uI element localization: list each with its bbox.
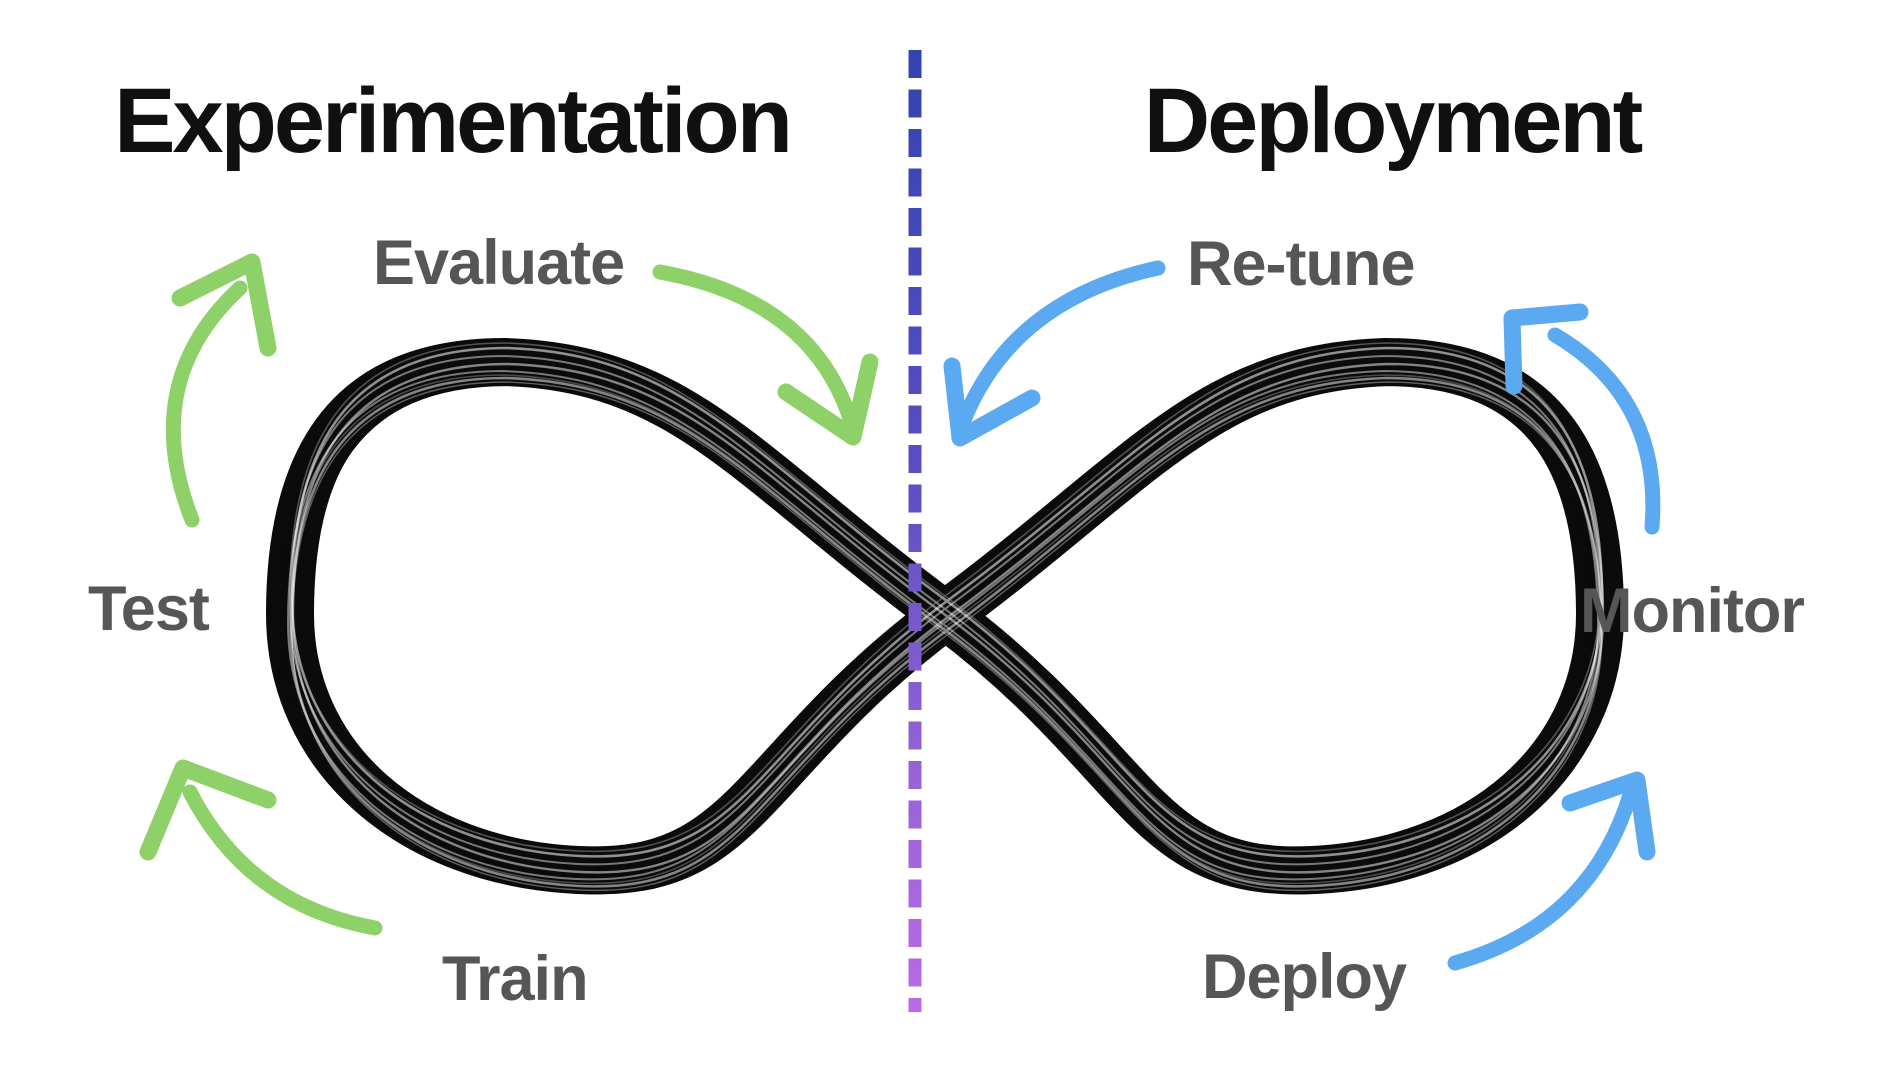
stage-label-monitor: Monitor xyxy=(1580,576,1805,646)
train-arrow-icon xyxy=(139,759,383,936)
deploy-arrow-icon xyxy=(1447,771,1656,971)
test-arrow-icon xyxy=(165,253,277,528)
stage-label-evaluate: Evaluate xyxy=(373,228,625,298)
retune-arrow-icon xyxy=(943,260,1166,447)
stage-label-deploy: Deploy xyxy=(1202,942,1407,1012)
stage-label-retune: Re-tune xyxy=(1187,229,1415,299)
infinity-loop-sketch xyxy=(284,343,1605,890)
stage-label-test: Test xyxy=(88,574,210,644)
deployment-title: Deployment xyxy=(1143,70,1644,172)
evaluate-arrow-icon xyxy=(652,264,879,446)
experimentation-title: Experimentation xyxy=(114,70,793,172)
stage-label-train: Train xyxy=(442,944,589,1014)
monitor-arrow-icon xyxy=(1503,303,1661,535)
